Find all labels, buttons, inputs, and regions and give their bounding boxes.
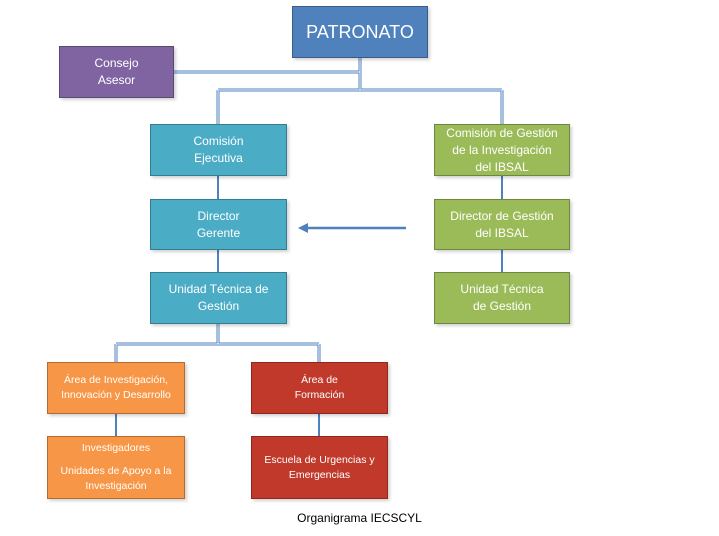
node-area-formacion: Área de Formación [251, 362, 388, 414]
node-director-gerente: Director Gerente [150, 199, 287, 250]
node-director-line-1: Director [197, 208, 240, 223]
node-invest-line-3: Investigación [85, 480, 147, 492]
node-invest-line-2: Unidades de Apoyo a la [60, 465, 172, 477]
node-escuela-urgencias: Escuela de Urgencias y Emergencias [251, 436, 388, 499]
node-comgest-line-3: del IBSAL [475, 159, 529, 174]
node-unidad2-line-2: de Gestión [472, 299, 532, 313]
connectors-vertical [115, 176, 503, 436]
node-comision-line-2: Ejecutiva [194, 151, 243, 165]
node-invest-line-1: Investigadores [81, 442, 151, 454]
node-unidad-tecnica-gestion: Unidad Técnica de Gestión [150, 272, 287, 324]
arrow-dirgest-to-director [298, 223, 406, 233]
node-escuela-line-1: Escuela de Urgencias y [264, 453, 375, 466]
node-consejo-asesor: Consejo Asesor [59, 46, 174, 98]
node-escuela-line-2: Emergencias [288, 468, 351, 481]
node-consejo-line-1: Consejo [94, 56, 139, 70]
node-unidad2-line-1: Unidad Técnica [460, 282, 544, 296]
node-patronato-label: PATRONATO [306, 22, 414, 42]
node-area-inv-line-1: Área de Investigación, [64, 374, 168, 386]
node-comgest-line-1: Comisión de Gestión [446, 125, 558, 140]
node-dirgest-line-1: Director de Gestión [450, 208, 554, 223]
node-director-gestion: Director de Gestión del IBSAL [434, 199, 570, 250]
node-area-form-line-1: Área de [301, 374, 338, 386]
node-area-inv-line-2: Innovación y Desarrollo [61, 389, 171, 401]
connectors-top [174, 58, 504, 124]
node-unidad-line-1: Unidad Técnica de [168, 282, 269, 296]
node-dirgest-line-2: del IBSAL [475, 225, 529, 240]
node-consejo-line-2: Asesor [97, 73, 136, 87]
node-comision-gestion: Comisión de Gestión de la Investigación … [434, 124, 570, 176]
node-comision-ejecutiva: Comisión Ejecutiva [150, 124, 287, 176]
connectors-bottom-inner-white [115, 324, 320, 362]
node-investigadores: Investigadores Unidades de Apoyo a la In… [47, 436, 185, 499]
diagram-caption: Organigrama IECSCYL [297, 511, 422, 525]
node-area-form-line-2: Formación [294, 389, 345, 401]
node-unidad-line-2: Gestión [197, 299, 240, 313]
node-comision-line-1: Comisión [193, 134, 244, 148]
node-director-line-2: Gerente [196, 225, 241, 240]
arrow-head [298, 223, 308, 233]
node-comgest-line-2: de la Investigación [452, 142, 552, 157]
node-area-investigacion: Área de Investigación, Innovación y Desa… [47, 362, 185, 414]
connectors-inner-white [174, 58, 503, 124]
node-patronato: PATRONATO [292, 6, 428, 58]
node-unidad-tecnica-ibsal: Unidad Técnica de Gestión [434, 272, 570, 324]
